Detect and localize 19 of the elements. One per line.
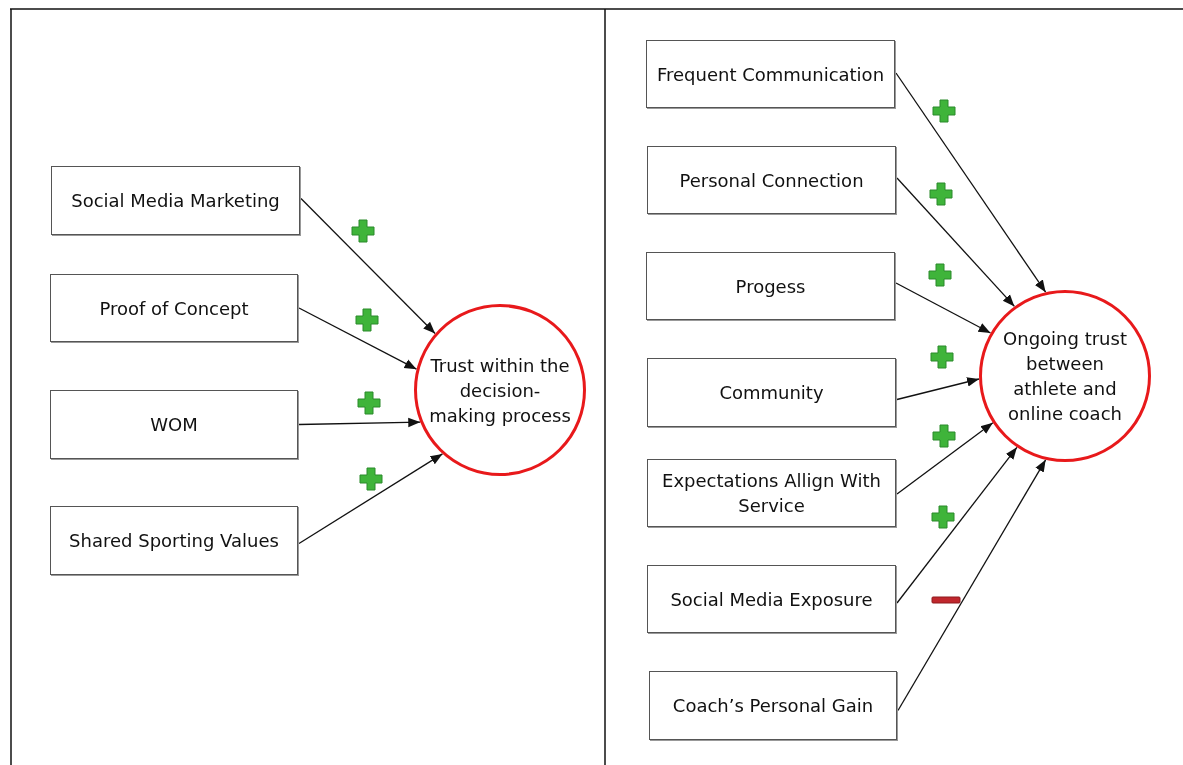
factor-box: Shared Sporting Values [50,506,298,575]
factor-box: Social Media Marketing [51,166,300,235]
arrow [896,422,994,495]
factor-box: Progess [646,252,895,320]
arrow [298,417,421,428]
arrow [896,446,1018,604]
factor-box: Social Media Exposure [647,565,896,633]
arrow [896,377,980,401]
arrow [298,453,444,545]
arrow [895,282,992,334]
factor-box: Community [647,358,896,427]
factor-box: Personal Connection [647,146,896,214]
arrow [300,197,436,335]
factor-box: Frequent Communication [646,40,895,108]
factor-box: WOM [50,390,298,459]
arrow [896,177,1016,308]
factor-box: Proof of Concept [50,274,298,342]
factor-box: Expectations Allign With Service [647,459,896,527]
factor-box: Coach’s Personal Gain [649,671,897,740]
